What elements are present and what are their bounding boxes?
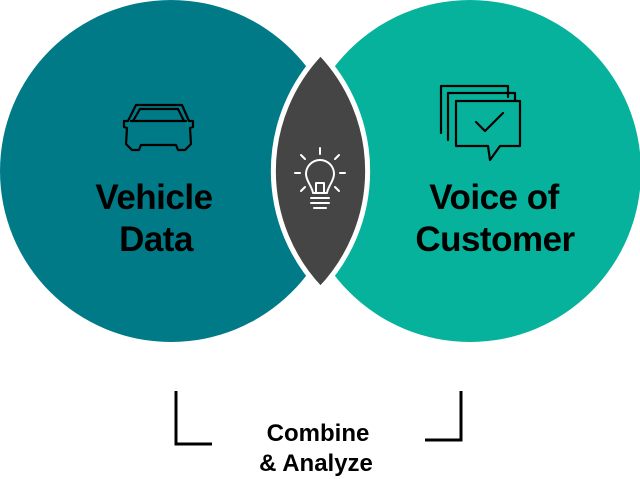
bracket-left	[174, 391, 212, 446]
bracket-right	[425, 391, 463, 442]
intersection-lens	[270, 49, 371, 293]
lightbulb-icon	[294, 147, 346, 209]
voice-of-customer-circle	[299, 0, 640, 342]
voice-of-customer-label-line1: Voice of	[429, 178, 559, 217]
vehicle-data-label-line1: Vehicle	[95, 178, 212, 217]
vehicle-data-label-line2: Data	[119, 220, 194, 259]
caption-line1: Combine	[267, 420, 370, 447]
car-icon	[122, 103, 195, 152]
voice-of-customer-label-line2: Customer	[415, 220, 575, 259]
vehicle-data-circle	[0, 0, 342, 342]
caption-line2: & Analyze	[259, 450, 373, 477]
chat-bubbles-check-icon	[439, 84, 522, 162]
